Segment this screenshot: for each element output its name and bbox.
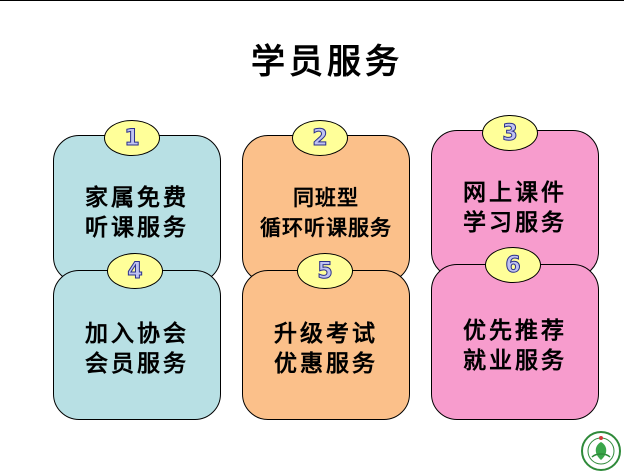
service-label-5: 升级考试 优惠服务 bbox=[274, 320, 378, 377]
number-badge-5: 5 bbox=[297, 253, 353, 289]
service-label-1: 家属免费 听课服务 bbox=[85, 184, 189, 241]
number-badge-2: 2 bbox=[292, 120, 348, 156]
service-card-4: 加入协会 会员服务 bbox=[53, 270, 221, 420]
service-card-6: 优先推荐 就业服务 bbox=[431, 264, 599, 420]
service-label-6: 优先推荐 就业服务 bbox=[463, 317, 567, 374]
number-badge-6: 6 bbox=[485, 247, 541, 283]
association-logo-icon bbox=[581, 431, 621, 471]
service-label-2: 同班型 循环听课服务 bbox=[260, 185, 392, 240]
number-badge-3: 3 bbox=[482, 115, 538, 151]
top-border-line bbox=[0, 0, 624, 1]
service-label-3: 网上课件 学习服务 bbox=[463, 179, 567, 236]
number-badge-1: 1 bbox=[104, 120, 160, 156]
number-badge-4: 4 bbox=[107, 253, 163, 289]
service-card-5: 升级考试 优惠服务 bbox=[242, 270, 410, 420]
service-label-4: 加入协会 会员服务 bbox=[85, 320, 189, 377]
page-title: 学员服务 bbox=[251, 42, 403, 82]
